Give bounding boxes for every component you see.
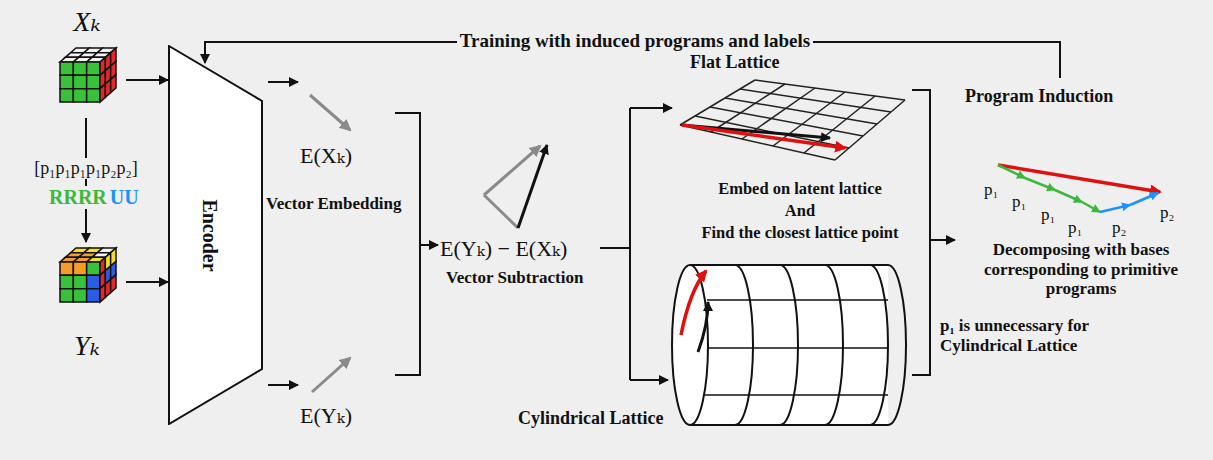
cube-node: Xₖ: [48, 6, 126, 118]
cube-sticker: [105, 79, 110, 97]
math-label: E(Xₖ): [300, 143, 352, 168]
move-sequence: UU: [110, 186, 142, 209]
primitive-label: p₂: [1112, 218, 1126, 238]
arrow: [630, 107, 672, 109]
arrow: [268, 384, 298, 386]
step-label: Vector Subtraction: [446, 268, 583, 288]
move-sequence: RRRR: [46, 186, 110, 209]
cube-sticker: [111, 75, 116, 93]
connector: [126, 79, 168, 81]
decomposition-chain: [998, 165, 1158, 212]
lattice-title: Cylindrical Lattice: [518, 408, 663, 429]
step-label: Find the closest lattice point: [701, 224, 898, 243]
cube-sticker: [73, 75, 86, 88]
cube-sticker: [73, 262, 86, 275]
flat-lattice: [680, 80, 905, 160]
primitive-label: p₁: [1041, 205, 1055, 225]
primitive-label: p₁: [1068, 218, 1082, 238]
step-label: And: [785, 202, 815, 221]
target-vector: [998, 165, 1160, 192]
math-label: E(Yₖ): [300, 403, 352, 428]
primitive-label: p₂: [1160, 203, 1174, 223]
connector: [126, 281, 168, 283]
note-label: p₁ is unnecessary for Cylindrical Lattic…: [940, 316, 1155, 355]
grid-line: [755, 80, 905, 100]
encoder-block: Encoder: [168, 45, 263, 425]
cube-sticker: [60, 275, 73, 288]
vector: [484, 195, 518, 228]
bracket: [912, 90, 930, 375]
cube-sticker: [73, 289, 86, 302]
feedback-label: Training with induced programs and label…: [457, 30, 813, 52]
cube-sticker: [60, 262, 73, 275]
arrow: [930, 239, 955, 241]
lattice-vector: [682, 125, 845, 148]
cube-sticker: [60, 289, 73, 302]
grid-line: [725, 98, 877, 124]
embedding-vector: [310, 95, 350, 130]
cube-sticker: [60, 89, 73, 102]
cube-sticker: [60, 62, 73, 75]
cube-sticker: [87, 89, 100, 102]
cube-sticker: [73, 62, 86, 75]
variable-label: Yₖ: [74, 330, 100, 362]
cube-sticker: [60, 75, 73, 88]
cube-node: Yₖ: [48, 242, 126, 362]
grid-line: [680, 80, 755, 125]
vector: [698, 302, 708, 352]
arrow: [630, 379, 668, 381]
block-label: Encoder: [198, 199, 221, 271]
cube-sticker: [73, 89, 86, 102]
primitive-label: p₁: [984, 180, 998, 200]
step-label: Embed on latent lattice: [718, 180, 882, 199]
encoder-outline: [169, 46, 262, 424]
embedding-vector: [312, 358, 350, 392]
cube-sticker: [87, 62, 100, 75]
branch-line: [600, 247, 630, 249]
cube-sticker: [100, 284, 105, 302]
branch-line: [629, 108, 631, 380]
step-label: Program Induction: [965, 86, 1113, 107]
difference-vector: [518, 145, 547, 228]
cube-sticker: [111, 275, 116, 293]
cube-sticker: [87, 75, 100, 88]
variable-label: Xₖ: [73, 6, 100, 38]
grid-line: [835, 100, 905, 160]
lattice-title: Flat Lattice: [690, 52, 779, 73]
connector: [85, 118, 87, 242]
step-label: Decomposing with bases corresponding to …: [955, 240, 1207, 299]
bracket: [395, 113, 420, 375]
primitive-label: p₁: [1012, 192, 1026, 212]
program-label: [p₁p₁p₁p₁p₂p₂]: [31, 158, 141, 179]
grid-line: [711, 84, 785, 132]
lattice-vector: [681, 271, 706, 335]
cube-sticker: [87, 262, 100, 275]
cube-sticker: [87, 289, 100, 302]
arrow: [420, 244, 438, 246]
cylindrical-lattice: [672, 265, 906, 425]
math-label: E(Yₖ) − E(Xₖ): [440, 236, 567, 261]
step-label: Vector Embedding: [266, 194, 402, 214]
cube-sticker: [100, 84, 105, 102]
cube-sticker: [105, 279, 110, 297]
cube-sticker: [87, 275, 100, 288]
cube-sticker: [73, 275, 86, 288]
arrow: [268, 81, 298, 83]
